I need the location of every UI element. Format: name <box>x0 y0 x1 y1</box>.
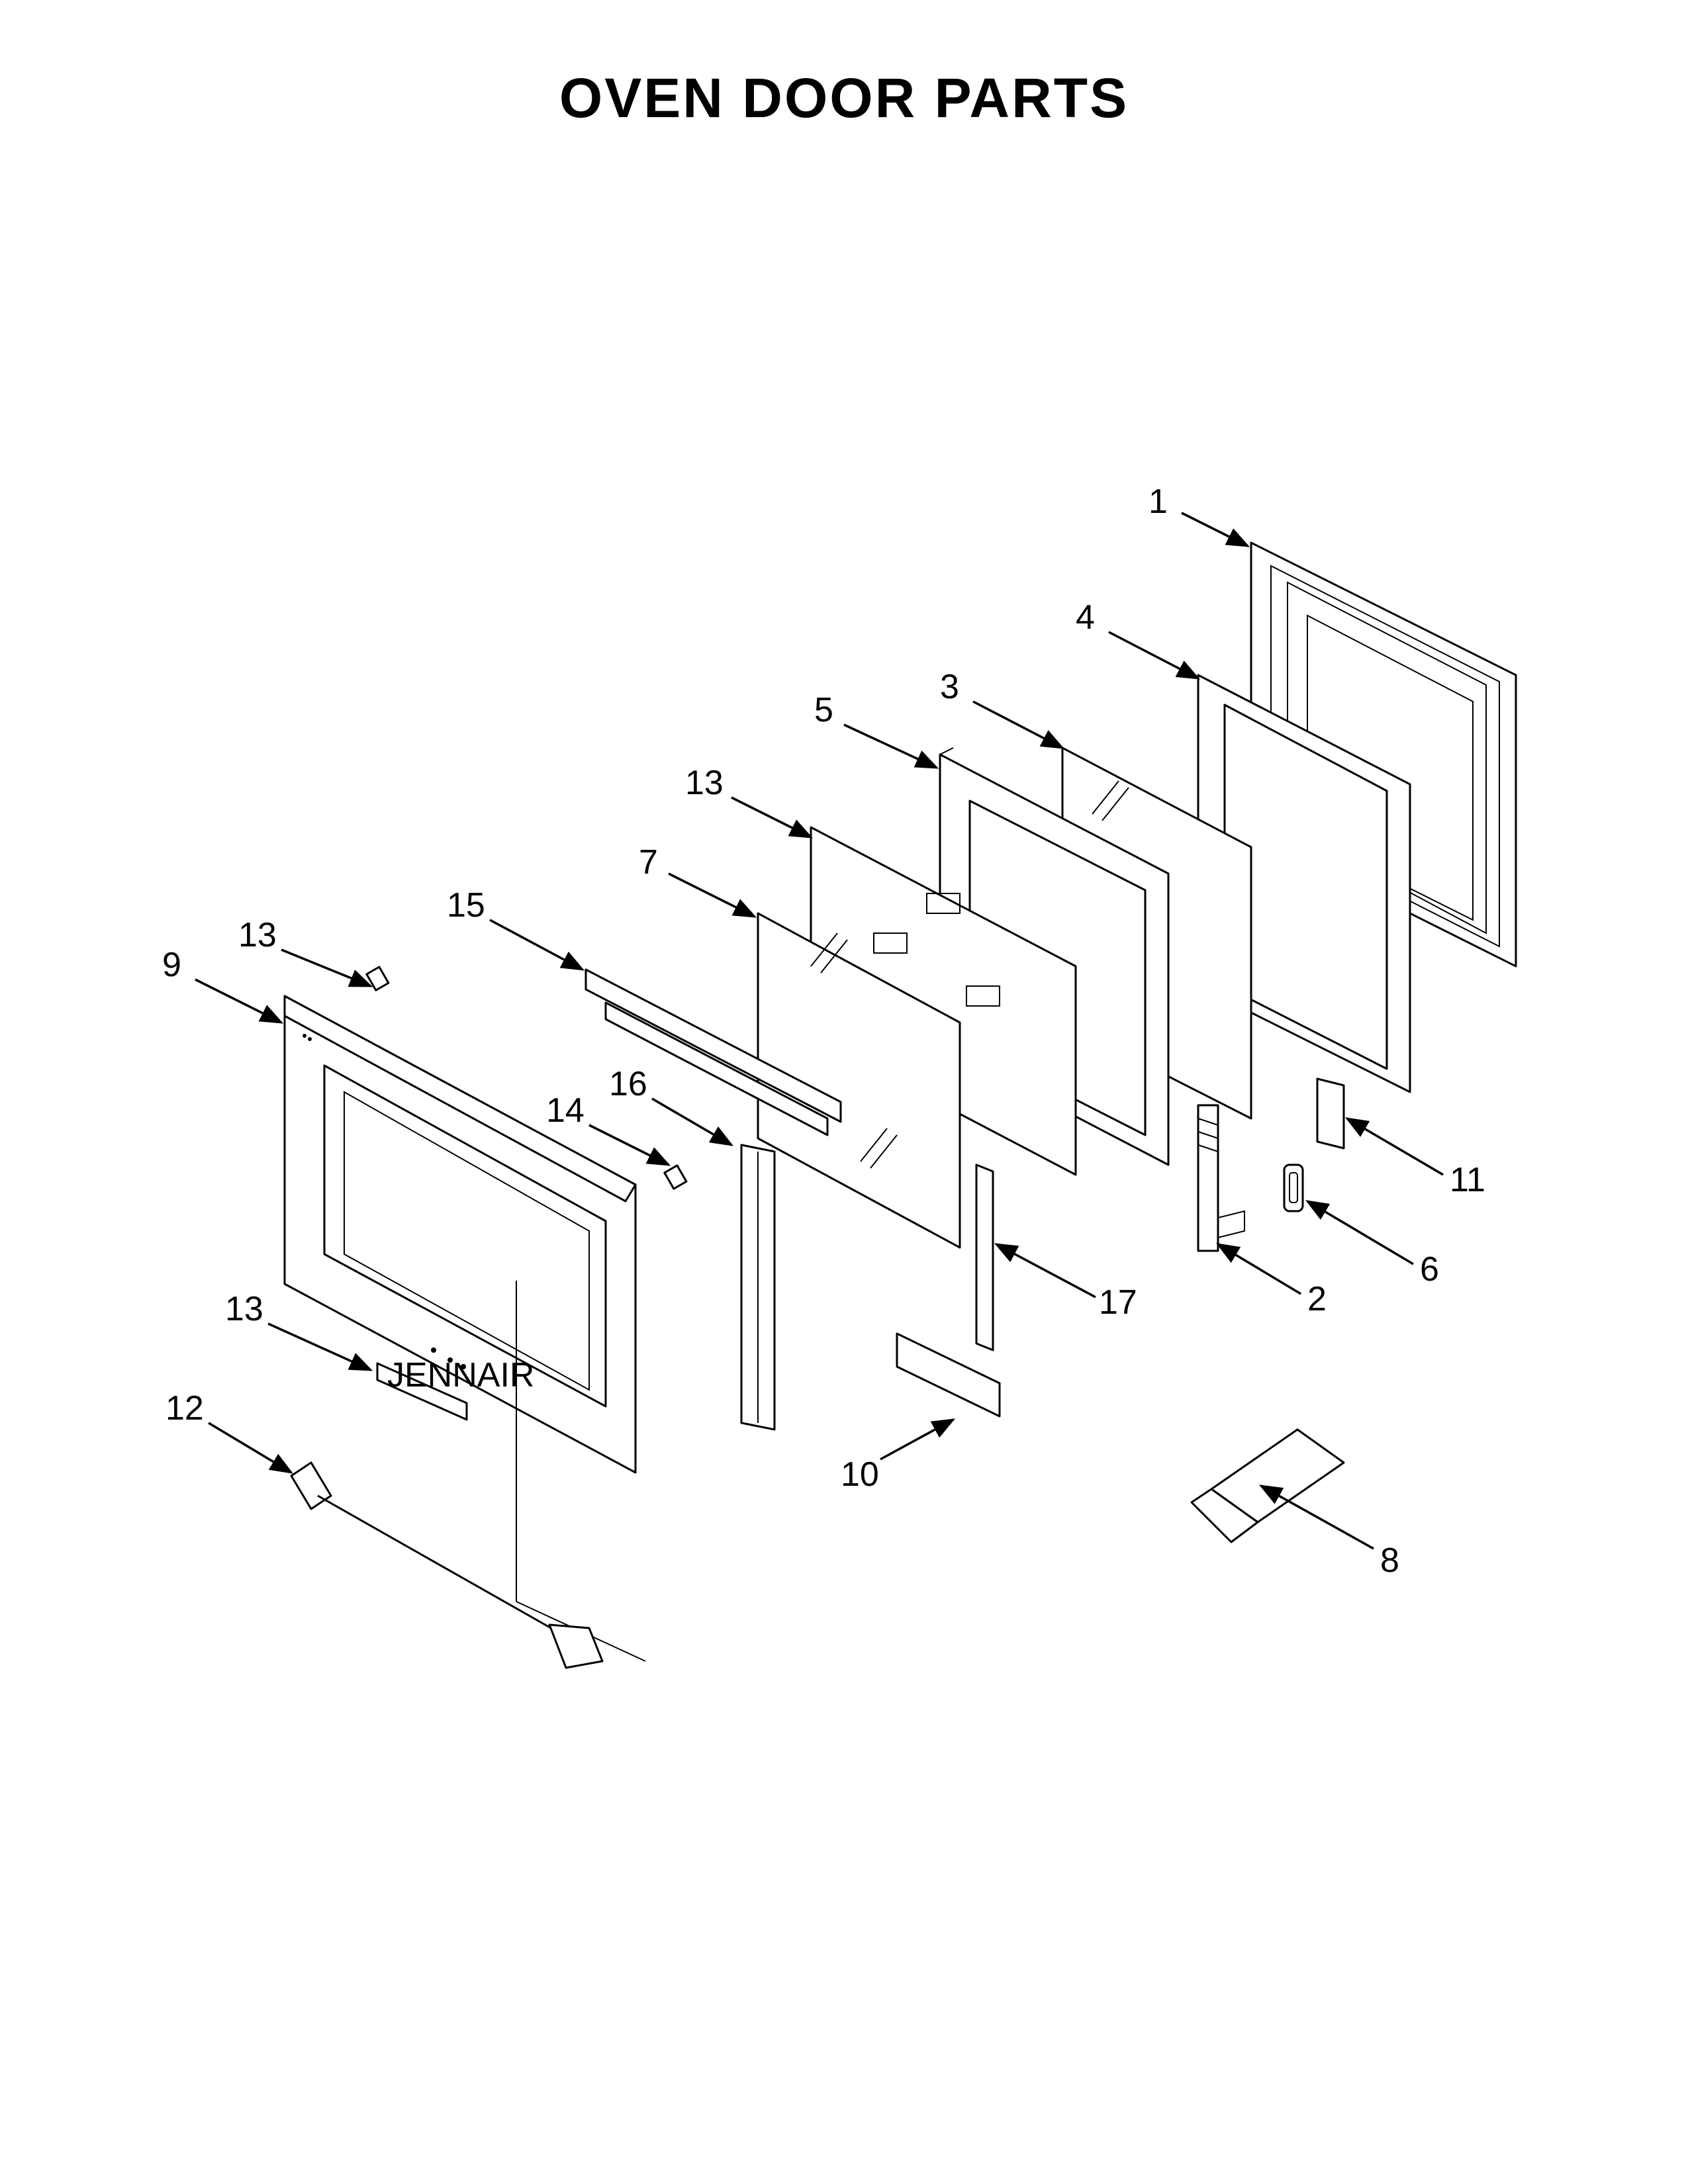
callout-number: 12 <box>165 1389 204 1428</box>
callout-number: 3 <box>940 668 959 706</box>
callout-number: 13 <box>225 1290 263 1328</box>
callout-number: 2 <box>1307 1280 1327 1318</box>
callout-3: 3 <box>940 668 1065 749</box>
callout-18: 17 <box>994 1243 1137 1322</box>
callout-number: 14 <box>546 1091 585 1130</box>
callout-number: 8 <box>1380 1541 1399 1580</box>
callout-10: 10 <box>841 1418 956 1494</box>
part-15-logo-badge: JENNAIR <box>376 1356 534 1421</box>
part-12-door-handle <box>290 1461 604 1669</box>
part-8-door-support-bracket <box>1190 1428 1345 1543</box>
callout-number: 10 <box>841 1455 879 1494</box>
part-9-outer-door-frame <box>283 995 646 1662</box>
callout-number: 16 <box>609 1065 647 1103</box>
part-10-bottom-bracket <box>896 1332 1001 1418</box>
callout-number: 7 <box>639 843 658 882</box>
badge-logo-text: JENNAIR <box>387 1356 534 1394</box>
callout-number: 5 <box>814 691 833 729</box>
part-2-door-hinge <box>1197 1104 1245 1252</box>
part-6-latch-keeper <box>1283 1163 1304 1212</box>
callout-number: 4 <box>1076 598 1095 637</box>
callout-7: 7 <box>639 843 757 918</box>
callout-12: 12 <box>165 1389 294 1474</box>
callout-number: 11 <box>1450 1161 1485 1199</box>
callout-number: 13 <box>238 916 277 954</box>
part-17-side-trim <box>740 1144 776 1431</box>
callout-1: 1 <box>1149 482 1250 547</box>
callout-17: 16 <box>609 1065 734 1146</box>
callout-2: 2 <box>1215 1243 1327 1318</box>
callout-14: 13 <box>685 764 814 839</box>
callout-number: 9 <box>162 946 181 984</box>
callout-16: 15 <box>447 886 585 971</box>
part-11-latch-clip <box>1316 1077 1345 1150</box>
callout-number: 17 <box>1099 1283 1137 1322</box>
callout-13-upper: 13 <box>238 916 373 987</box>
part-13-screw-lower <box>663 1164 688 1190</box>
callout-4: 4 <box>1076 598 1201 680</box>
page-title: OVEN DOOR PARTS <box>559 67 1129 129</box>
callout-11: 11 <box>1344 1117 1485 1199</box>
callout-8: 8 <box>1258 1484 1399 1580</box>
part-16-top-trim <box>585 968 842 1136</box>
callout-9: 9 <box>162 946 284 1024</box>
callout-number: 6 <box>1420 1250 1439 1289</box>
callout-number: 1 <box>1149 482 1168 521</box>
callout-15: 13 <box>225 1290 373 1371</box>
part-18-vertical-bracket <box>975 1163 994 1351</box>
callout-number: 13 <box>685 764 724 802</box>
callout-13-lower: 14 <box>546 1091 671 1166</box>
callout-5: 5 <box>814 691 939 769</box>
callout-number: 15 <box>447 886 485 925</box>
callout-6: 6 <box>1305 1200 1439 1289</box>
